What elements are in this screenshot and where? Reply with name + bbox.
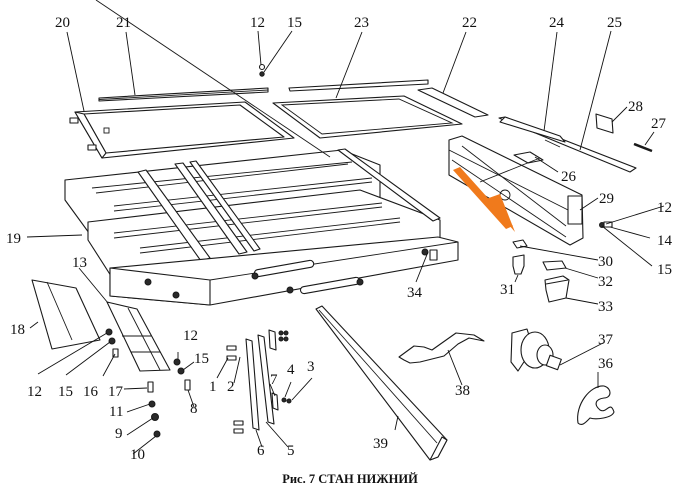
callout-10: 10 — [130, 447, 145, 463]
figure-caption: Рис. 7 СТАН НИЖНИЙ — [282, 472, 418, 486]
callout-23: 23 — [354, 15, 369, 31]
callout-2: 2 — [227, 379, 235, 395]
callout-15-mid: 15 — [194, 351, 209, 367]
callout-13: 13 — [72, 255, 87, 271]
part-8-bolt — [184, 379, 191, 391]
part-bar-top — [288, 79, 429, 92]
part-10-nut — [153, 430, 161, 438]
callout-5: 5 — [287, 443, 295, 459]
part-7-plate — [271, 392, 279, 411]
part-3-washer — [286, 398, 292, 404]
part-4-nut — [281, 397, 287, 403]
callout-9: 9 — [115, 426, 123, 442]
callout-17: 17 — [108, 384, 124, 400]
part-28-plate — [595, 113, 614, 134]
callout-12-right: 12 — [657, 200, 672, 216]
callout-11: 11 — [109, 404, 123, 420]
callout-37: 37 — [598, 332, 614, 348]
callout-27: 27 — [651, 116, 667, 132]
part-1-2-bolts — [226, 345, 244, 434]
callout-labels: 20 21 12 15 23 22 24 25 28 27 26 29 12 1… — [6, 15, 673, 463]
callout-18: 18 — [10, 322, 25, 338]
leader-lines — [26, 30, 665, 455]
part-18-chute — [31, 279, 101, 350]
part-5-strip — [257, 334, 275, 425]
callout-30: 30 — [598, 254, 613, 270]
callout-25: 25 — [607, 15, 622, 31]
part-15-washer — [259, 71, 265, 77]
callout-16: 16 — [83, 384, 99, 400]
callout-4: 4 — [287, 362, 295, 378]
part-12-14-15-fasteners — [599, 221, 613, 228]
part-fastener-cluster — [278, 330, 289, 342]
callout-8: 8 — [190, 401, 198, 417]
callout-22: 22 — [462, 15, 477, 31]
callout-26: 26 — [561, 169, 577, 185]
part-27-pin — [633, 142, 653, 153]
callout-15: 15 — [287, 15, 302, 31]
part-lower-tray — [109, 236, 459, 306]
callout-28: 28 — [628, 99, 643, 115]
callout-12-mid: 12 — [183, 328, 198, 344]
callout-1: 1 — [209, 379, 217, 395]
orange-direction-arrow — [453, 167, 515, 232]
callout-39: 39 — [373, 436, 388, 452]
part-15-washer-mid — [177, 367, 185, 375]
part-36-cam — [577, 385, 615, 426]
part-6-strip — [245, 338, 260, 431]
callout-38: 38 — [455, 383, 470, 399]
part-38-bracket — [398, 332, 485, 364]
callout-34: 34 — [407, 285, 423, 301]
part-23-frame — [272, 95, 463, 139]
part-26-bracket — [513, 151, 544, 164]
part-37-motor — [510, 328, 562, 372]
part-13-plate — [106, 301, 171, 372]
callout-12-left: 12 — [27, 384, 42, 400]
part-12-nut — [258, 63, 266, 71]
callout-31: 31 — [500, 282, 515, 298]
callout-36: 36 — [598, 356, 614, 372]
part-20-frame — [69, 101, 295, 159]
callout-24: 24 — [549, 15, 565, 31]
part-16-bolt — [112, 348, 119, 358]
callout-21: 21 — [116, 15, 131, 31]
callout-33: 33 — [598, 299, 613, 315]
callout-19: 19 — [6, 231, 21, 247]
part-15-washer-left — [108, 337, 116, 345]
part-9-washer — [151, 413, 159, 421]
callout-29: 29 — [599, 191, 614, 207]
part-12-nut-mid — [173, 358, 181, 366]
part-17-bolt — [147, 381, 154, 393]
callout-7: 7 — [270, 372, 278, 388]
callout-20: 20 — [55, 15, 70, 31]
callout-6: 6 — [257, 443, 265, 459]
part-21-bar — [98, 87, 269, 102]
part-32-gasket — [542, 260, 567, 271]
callout-12: 12 — [250, 15, 265, 31]
part-plate-top — [268, 329, 277, 351]
part-29-housing — [448, 135, 584, 246]
callout-14: 14 — [657, 233, 673, 249]
part-30-plate — [512, 239, 528, 249]
callout-15-right: 15 — [657, 262, 672, 278]
part-39-channel — [315, 305, 448, 461]
callout-15-left: 15 — [58, 384, 73, 400]
part-33-cup — [544, 275, 570, 303]
callout-32: 32 — [598, 274, 613, 290]
part-22-plate — [417, 87, 489, 118]
part-12-nut-left — [105, 328, 113, 336]
part-24-25-channel — [498, 116, 637, 173]
part-31-bushing — [512, 254, 525, 275]
callout-3: 3 — [307, 359, 315, 375]
